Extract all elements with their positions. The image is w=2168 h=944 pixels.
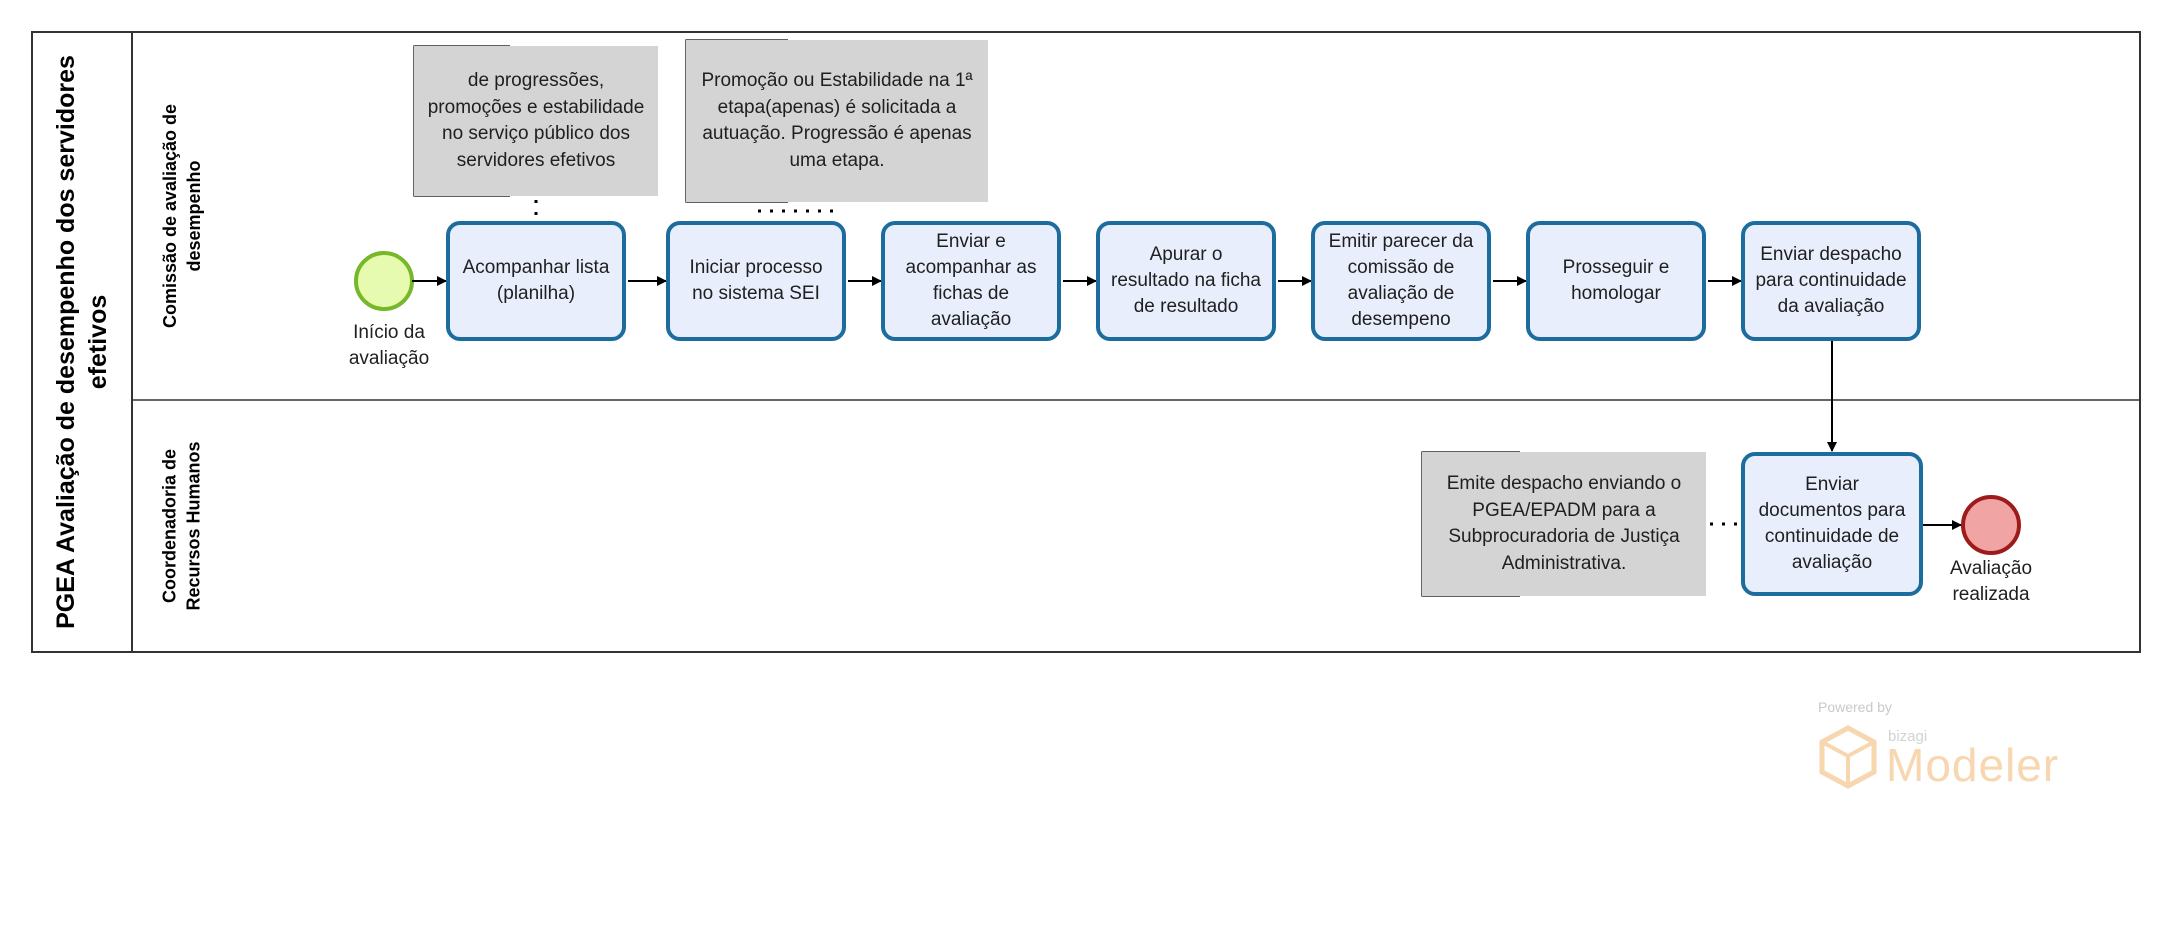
task-prosseguir-homologar[interactable]: Prosseguir e homologar [1526, 221, 1706, 341]
task-acompanhar-lista[interactable]: Acompanhar lista (planilha) [446, 221, 626, 341]
task-enviar-documentos[interactable]: Enviar documentos para continuidade de a… [1741, 452, 1923, 596]
annotation-despacho: Emite despacho enviando o PGEA/EPADM par… [1422, 452, 1706, 596]
watermark-product: Modeler [1886, 739, 2060, 791]
bizagi-logo-icon [1819, 725, 1877, 789]
end-event[interactable] [1961, 495, 2021, 555]
start-event[interactable] [354, 251, 414, 311]
task-enviar-despacho[interactable]: Enviar despacho para continuidade da ava… [1741, 221, 1921, 341]
watermark-brand: bizagi [1888, 728, 1928, 745]
watermark-powered-by: Powered by [1818, 699, 1892, 715]
annotation-progressoes: de progressões, promoções e estabilidade… [414, 46, 658, 196]
task-emitir-parecer[interactable]: Emitir parecer da comissão de avaliação … [1311, 221, 1491, 341]
task-iniciar-processo[interactable]: Iniciar processo no sistema SEI [666, 221, 846, 341]
pool-title: PGEA Avaliação de desempenho dos servido… [52, 55, 113, 629]
annotation-promocao: Promoção ou Estabilidade na 1ª etapa(ape… [686, 40, 988, 202]
task-apurar-resultado[interactable]: Apurar o resultado na ficha de resultado [1096, 221, 1276, 341]
pool-frame [31, 31, 2141, 653]
task-enviar-fichas[interactable]: Enviar e acompanhar as fichas de avaliaç… [881, 221, 1061, 341]
